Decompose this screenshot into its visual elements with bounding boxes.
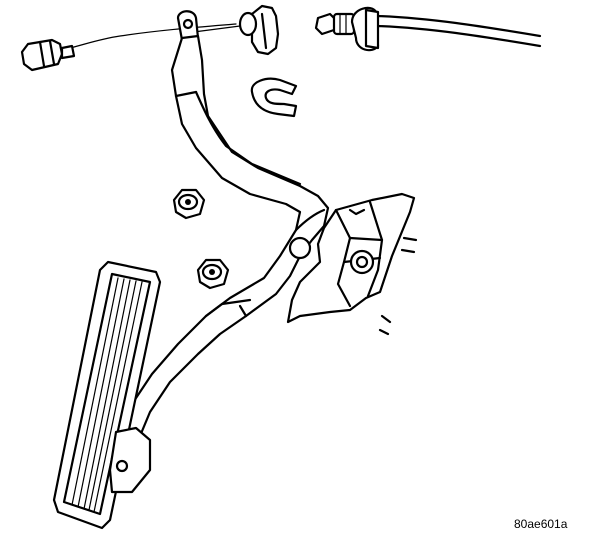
throttle-cable xyxy=(69,14,542,49)
mounting-bracket xyxy=(286,192,418,336)
cable-end-plug xyxy=(20,38,76,72)
cable-adjuster xyxy=(314,6,380,52)
mounting-nut-upper xyxy=(172,188,206,220)
cable-grommet xyxy=(238,4,280,56)
mounting-nut-lower xyxy=(196,258,230,290)
figure-reference-code: 80ae601a xyxy=(514,517,568,531)
retaining-clip xyxy=(250,77,298,118)
pedal-lever-arm xyxy=(114,10,330,450)
accelerator-pedal-pad xyxy=(52,260,162,530)
